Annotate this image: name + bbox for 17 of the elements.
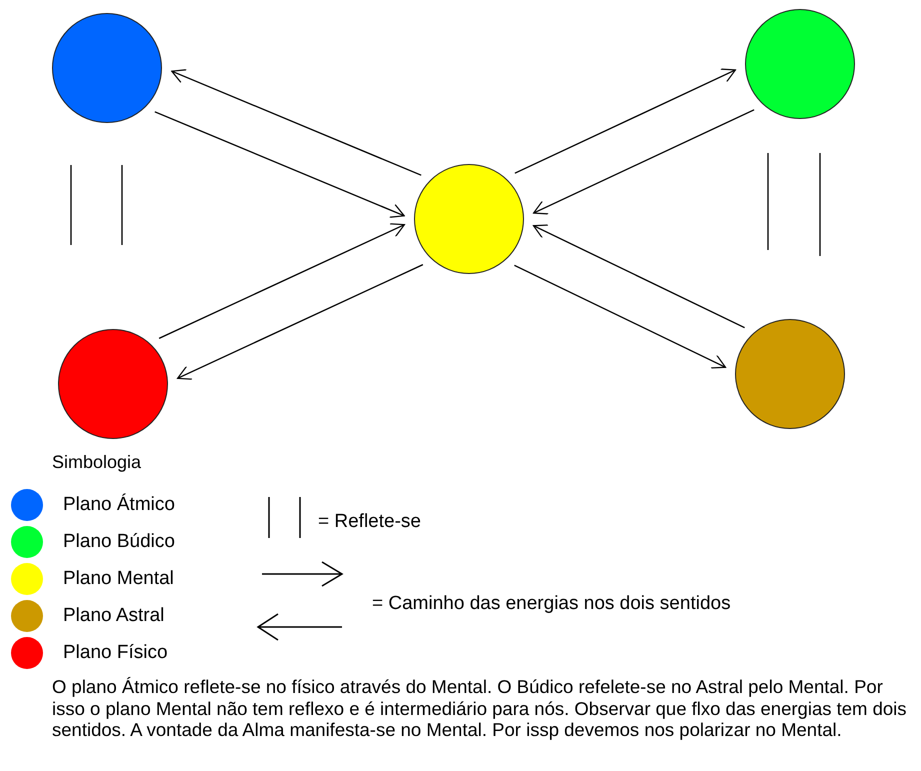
legend-label: = Caminho das energias nos dois sentidos xyxy=(372,594,731,613)
legend-label: Plano Mental xyxy=(63,569,174,588)
arrow xyxy=(532,224,745,328)
legend-label: = Reflete-se xyxy=(318,512,421,531)
legend-label: Plano Astral xyxy=(63,606,164,625)
arrow xyxy=(171,69,422,176)
arrow xyxy=(158,223,405,339)
legend-label: Plano Átmico xyxy=(63,495,175,514)
arrow xyxy=(532,109,754,214)
arrow xyxy=(514,68,736,174)
arrow xyxy=(177,264,424,380)
legend-heading: Simbologia xyxy=(52,453,142,471)
arrow xyxy=(154,111,405,218)
legend-label: Plano Físico xyxy=(63,643,168,662)
arrow xyxy=(514,264,726,369)
note-paragraph: O plano Átmico reflete-se no físico através do Mental. O Búdico refelete-se no Astral pelo Mental. Por isso o plano Mental não tem reflexo e é intermediário para nós. Observar que flxo das energias tem dois sentidos. A vontade da Alma manifesta-se no Mental. Por issp devemos nos polarizar no Mental. xyxy=(52,676,908,740)
legend-label: Plano Búdico xyxy=(63,532,175,551)
